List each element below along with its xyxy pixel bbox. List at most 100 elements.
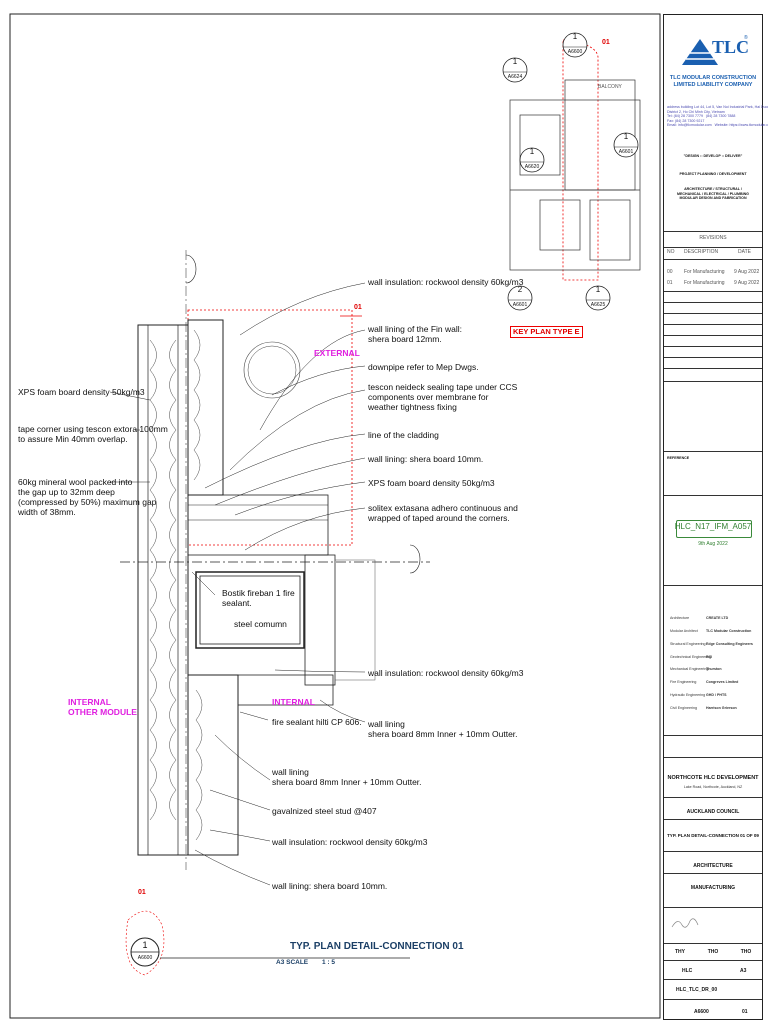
keyplan-tag-3-ref: A6620: [524, 164, 540, 170]
consultant-3-role: Geotechnical Engineering: [670, 655, 712, 659]
scale-value: 1 : 5: [322, 959, 336, 966]
rev-0-desc: For Manufacturing: [684, 269, 725, 275]
keyplan-tag-2-ref: A6624: [507, 74, 523, 80]
title-block: TLC ® TLC MODULAR CONSTRUCTION LIMITED L…: [663, 14, 768, 1020]
discipline: ARCHITECTURE: [693, 863, 733, 869]
zone-external: EXTERNAL: [314, 348, 360, 358]
rev-1-no: 01: [667, 280, 673, 286]
zone-internal-other: INTERNAL OTHER MODULE: [68, 697, 137, 717]
keyplan-tag-4-ref: A6601: [618, 149, 634, 155]
consultant-2-role: Structural Engineering: [670, 642, 706, 646]
consultant-1-role: Modular Architect: [670, 629, 698, 633]
services-2: ARCHITECTURE / STRUCTURAL / MECHANICAL /…: [677, 187, 749, 201]
keyplan-tag-5-ref: A6601: [512, 302, 528, 308]
note-insulation-low: wall insulation: rockwool density 60kg/m…: [272, 837, 428, 847]
note-tescon-tape: tescon neideck sealing tape under CCS co…: [368, 382, 518, 412]
logo-text: TLC: [712, 37, 750, 57]
sheet-rev: 01: [742, 1009, 748, 1015]
company-name: TLC MODULAR CONSTRUCTION LIMITED LIABILI…: [669, 75, 757, 88]
tb-divider: [664, 735, 762, 736]
consultant-4-name: Thurston: [706, 667, 722, 671]
sheet-number: A6600: [694, 1009, 709, 1015]
note-lining-10-low: wall lining: shera board 10mm.: [272, 881, 388, 891]
rev-1-desc: For Manufacturing: [684, 280, 725, 286]
project-address: Lake Road, Northcote, Auckland, NZ: [683, 785, 743, 789]
phase: MANUFACTURING: [690, 885, 736, 891]
callout-rev: 01: [138, 889, 146, 896]
note-xps-right: XPS foam board density 50kg/m3: [368, 478, 495, 488]
keyplan-tag-2-num: 1: [512, 57, 518, 66]
tb-divider: [664, 757, 762, 758]
tb-divider: [664, 324, 762, 325]
rev-col-date: DATE: [738, 249, 751, 255]
tb-divider: [664, 819, 762, 820]
tb-divider: [664, 495, 762, 496]
tb-divider: [664, 585, 762, 586]
scale-label: A3 SCALE: [276, 959, 309, 966]
consultant-3-name: RCI: [706, 655, 713, 659]
sheet-size: A3: [740, 968, 747, 974]
keyplan-balcony: BALCONY: [598, 84, 622, 90]
tb-divider: [664, 368, 762, 369]
tb-divider: [664, 851, 762, 852]
drawing-title: TYP. PLAN DETAIL-CONNECTION 01: [290, 941, 464, 952]
note-steel-stud: gavalnized steel stud @407: [272, 806, 377, 816]
keyplan-rev: 01: [602, 39, 610, 46]
tagline: "DESIGN :: DEVELOP :: DELIVER": [683, 154, 743, 158]
keyplan-tag-6-num: 1: [595, 285, 601, 294]
note-lining-10: wall lining: shera board 10mm.: [368, 454, 484, 464]
tb-divider: [664, 960, 762, 961]
project-name: NORTHCOTE HLC DEVELOPMENT: [667, 775, 759, 781]
approval-stamp: [676, 520, 752, 538]
note-fin-wall-lining: wall lining of the Fin wall: shera board…: [368, 324, 463, 344]
keyplan-label: KEY PLAN TYPE E: [510, 326, 583, 338]
services-1: PROJECT PLANNING / DEVELOPMENT: [679, 172, 747, 176]
tb-divider: [664, 999, 762, 1000]
tb-divider: [664, 381, 762, 382]
rev-col-desc: DESCRIPTION: [684, 249, 719, 255]
sheet-title: TYP. PLAN DETAIL-CONNECTION 01 OF 09: [667, 833, 759, 838]
consultant-6-name: GHD / PHTS: [706, 693, 727, 697]
tb-divider: [664, 291, 762, 292]
consultant-0-name: CREATE LTD: [706, 616, 729, 620]
tlc-logo-icon: [682, 39, 718, 65]
note-steel-column: steel comumn: [234, 619, 287, 629]
note-tape-corner: tape corner using tescon extora 100mm to…: [18, 424, 168, 444]
rev-0-date: 9 Aug 2022: [734, 269, 760, 275]
note-cladding-line: line of the cladding: [368, 430, 439, 440]
note-xps-left: XPS foam board density 50kg/m3: [18, 387, 145, 397]
file-code: HLC_TLC_DR_00: [676, 987, 718, 993]
authority: AUCKLAND COUNCIL: [686, 809, 740, 815]
consultant-0-role: Architecture: [670, 616, 690, 620]
tb-divider: [664, 979, 762, 980]
keyplan-tag-4-num: 1: [623, 132, 629, 141]
tb-divider: [664, 335, 762, 336]
company-address: address building Lot 44, Lot 5, Van Noi …: [667, 105, 768, 127]
note-solitex: solitex extasana adhero continuous and w…: [368, 503, 518, 523]
note-insulation-mid: wall insulation: rockwool density 60kg/m…: [368, 668, 524, 678]
consultant-5-name: Congreves Limited: [706, 680, 739, 684]
consultant-6-role: Hydraulic Engineering: [670, 693, 706, 697]
note-lining-low: wall lining shera board 8mm Inner + 10mm…: [272, 767, 422, 787]
consultant-1-name: TLC Modular Construction: [706, 629, 752, 633]
note-fire-sealant: fire sealant hilti CP 606.: [272, 717, 362, 727]
consultant-5-role: Fire Engineering: [670, 680, 697, 684]
consultant-7-name: Harrison Grierson: [706, 706, 737, 710]
tb-divider: [664, 797, 762, 798]
rev-tag-detail: 01: [354, 304, 362, 311]
approved-by: THO: [740, 949, 752, 955]
callout-sheet-ref: A6600: [137, 955, 153, 961]
consultant-4-role: Mechanical Engineering: [670, 667, 709, 671]
client-code: HLC: [682, 968, 693, 974]
tb-divider: [664, 346, 762, 347]
logo-registered: ®: [744, 35, 748, 41]
consultant-7-role: Civil Engineering: [670, 706, 697, 710]
rev-0-no: 00: [667, 269, 673, 275]
keyplan-tag-6-ref: A6625: [590, 302, 606, 308]
tb-divider: [664, 907, 762, 908]
zone-internal: INTERNAL: [272, 697, 315, 707]
tb-divider: [664, 259, 762, 260]
note-insulation-top: wall insulation: rockwool density 60kg/m…: [368, 277, 524, 287]
